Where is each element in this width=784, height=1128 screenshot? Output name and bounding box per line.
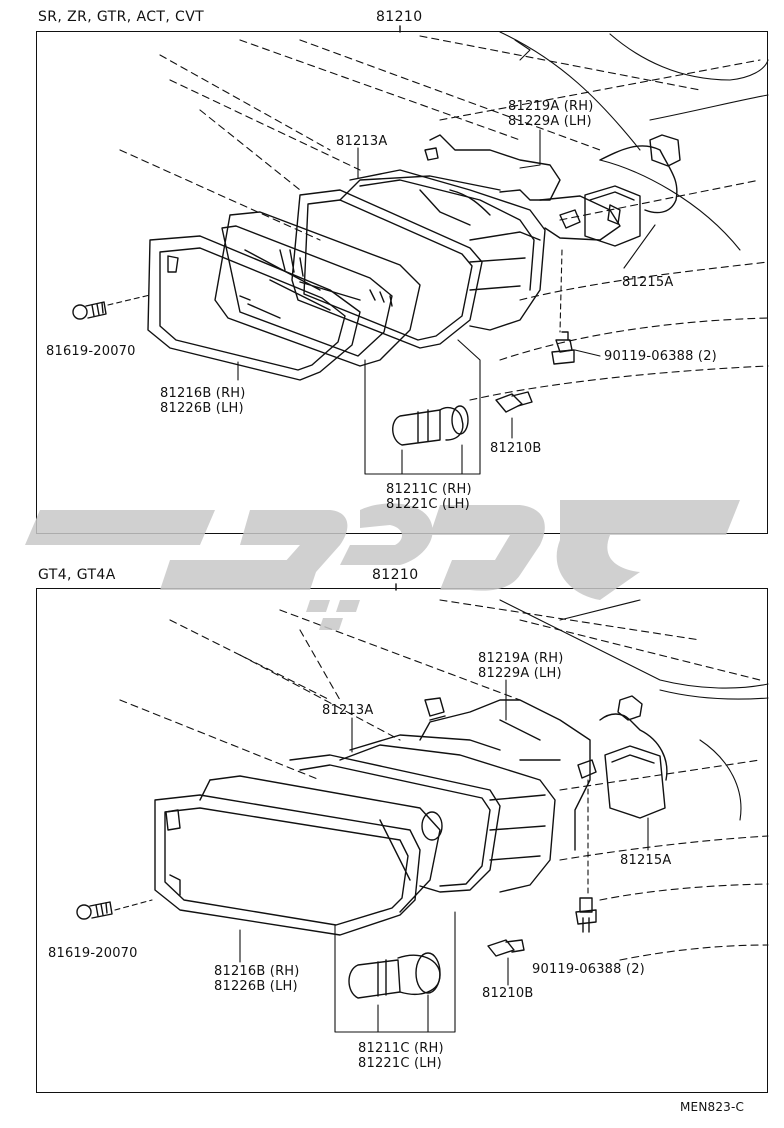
panel-2-label-bulb-small: 81210B xyxy=(482,986,534,1001)
panel-1-socket xyxy=(559,134,681,247)
panel-1-models-label: SR, ZR, GTR, ACT, CVT xyxy=(38,9,205,25)
panel-1-screw xyxy=(72,301,107,320)
panel-2-frame xyxy=(36,588,768,1093)
panel-1-label-bulb-small: 81210B xyxy=(490,441,542,456)
panel-2-label-bulb-lh: 81221C (LH) xyxy=(358,1056,442,1071)
panel-2-label-socket: 81215A xyxy=(620,853,672,868)
panel-2-assembly-number: 81210 xyxy=(372,567,419,583)
panel-2-label-gasket: 81213A xyxy=(322,703,374,718)
panel-1-car-body-lines xyxy=(119,35,769,401)
panel-1-label-bulb-rh: 81211C (RH) xyxy=(386,482,472,497)
panel-2-car-body-outline xyxy=(499,599,769,821)
panel-1-housing xyxy=(339,134,621,331)
panel-1-lens xyxy=(214,211,421,367)
panel-1-label-lens-rh: 81216B (RH) xyxy=(160,386,246,401)
panel-2-lens xyxy=(199,775,441,913)
panel-1-label-bulb-lh: 81221C (LH) xyxy=(386,497,470,512)
panel-2-label-lens-lh: 81226B (LH) xyxy=(214,979,298,994)
panel-1-assembly-number: 81210 xyxy=(376,9,423,25)
panel-2-label-screw: 81619-20070 xyxy=(48,946,138,961)
panel-2-bulb-small xyxy=(487,939,525,957)
panel-2-models-label: GT4, GT4A xyxy=(38,567,116,583)
panel-2-socket xyxy=(577,695,668,819)
panel-1-label-screw: 81619-20070 xyxy=(46,344,136,359)
panel-1-bulb-small xyxy=(495,391,533,413)
panel-2-housing xyxy=(339,697,591,893)
panel-2-lens-bezel xyxy=(154,794,421,936)
panel-1-label-gasket: 81213A xyxy=(336,134,388,149)
panel-1-car-body-outline xyxy=(499,31,769,251)
panel-1-bolt xyxy=(551,331,575,365)
panel-2-bolt xyxy=(575,897,597,933)
panel-1-leaders xyxy=(107,129,656,475)
panel-1-label-housing-lh: 81229A (LH) xyxy=(508,114,592,129)
panel-2-bulb-large xyxy=(348,952,441,999)
panel-2-label-bulb-rh: 81211C (RH) xyxy=(358,1041,444,1056)
panel-2-gasket xyxy=(289,754,501,893)
panel-2-label-housing-rh: 81219A (RH) xyxy=(478,651,564,666)
panel-1-label-housing-rh: 81219A (RH) xyxy=(508,99,594,114)
diagram-code: MEN823-C xyxy=(680,1100,745,1114)
panel-1-bulb-large xyxy=(392,405,469,446)
panel-2-label-lens-rh: 81216B (RH) xyxy=(214,964,300,979)
panel-2-leaders xyxy=(114,679,649,1033)
panel-2-label-housing-lh: 81229A (LH) xyxy=(478,666,562,681)
panel-2-screw xyxy=(76,901,113,920)
panel-1-label-lens-lh: 81226B (LH) xyxy=(160,401,244,416)
panel-1-label-bolt: 90119-06388 (2) xyxy=(604,349,717,364)
panel-2-label-bolt: 90119-06388 (2) xyxy=(532,962,645,977)
panel-1-gasket xyxy=(291,189,483,349)
panel-1-label-socket: 81215A xyxy=(622,275,674,290)
